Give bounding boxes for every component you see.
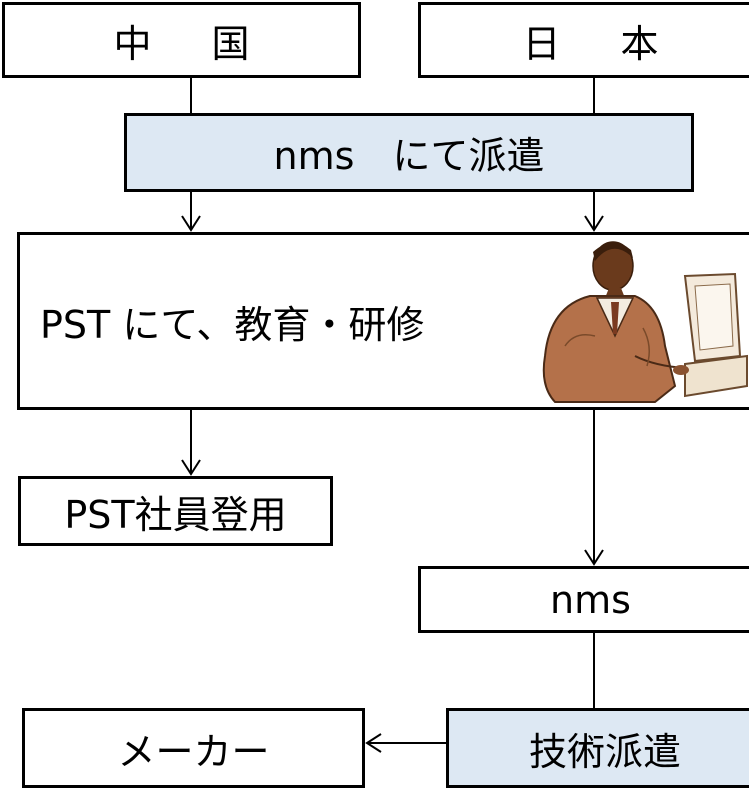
arrowhead-dispatch-to-pst-right	[584, 215, 604, 232]
box-tech-dispatch-label: 技術派遣	[528, 729, 681, 774]
box-japan-char-2: 本	[620, 21, 659, 66]
arrowhead-tech-to-maker	[365, 733, 382, 753]
box-china: 中国	[2, 2, 361, 78]
box-nms-dispatch: nms にて派遣	[124, 113, 694, 192]
box-maker: メーカー	[22, 708, 365, 788]
box-pst-hiring-label: PST社員登用	[64, 492, 287, 537]
box-tech-dispatch: 技術派遣	[446, 708, 749, 788]
arrowhead-pst-to-nms	[584, 549, 604, 566]
person-at-computer-icon	[542, 241, 748, 403]
box-japan-char-1: 日	[522, 21, 561, 66]
box-nms: nms	[418, 566, 749, 633]
arrowhead-pst-to-hiring	[181, 459, 201, 476]
arrowhead-dispatch-to-pst-left	[181, 215, 201, 232]
box-pst-hiring: PST社員登用	[18, 476, 333, 546]
box-nms-dispatch-label: nms にて派遣	[273, 134, 545, 178]
connectors	[181, 78, 604, 753]
box-pst-education-label: PST にて、教育・研修	[40, 302, 425, 347]
box-china-char-2: 国	[211, 21, 250, 66]
box-china-char-1: 中	[113, 21, 152, 66]
box-nms-label: nms	[550, 577, 631, 622]
box-maker-label: メーカー	[117, 729, 270, 774]
box-japan: 日本	[418, 2, 749, 78]
